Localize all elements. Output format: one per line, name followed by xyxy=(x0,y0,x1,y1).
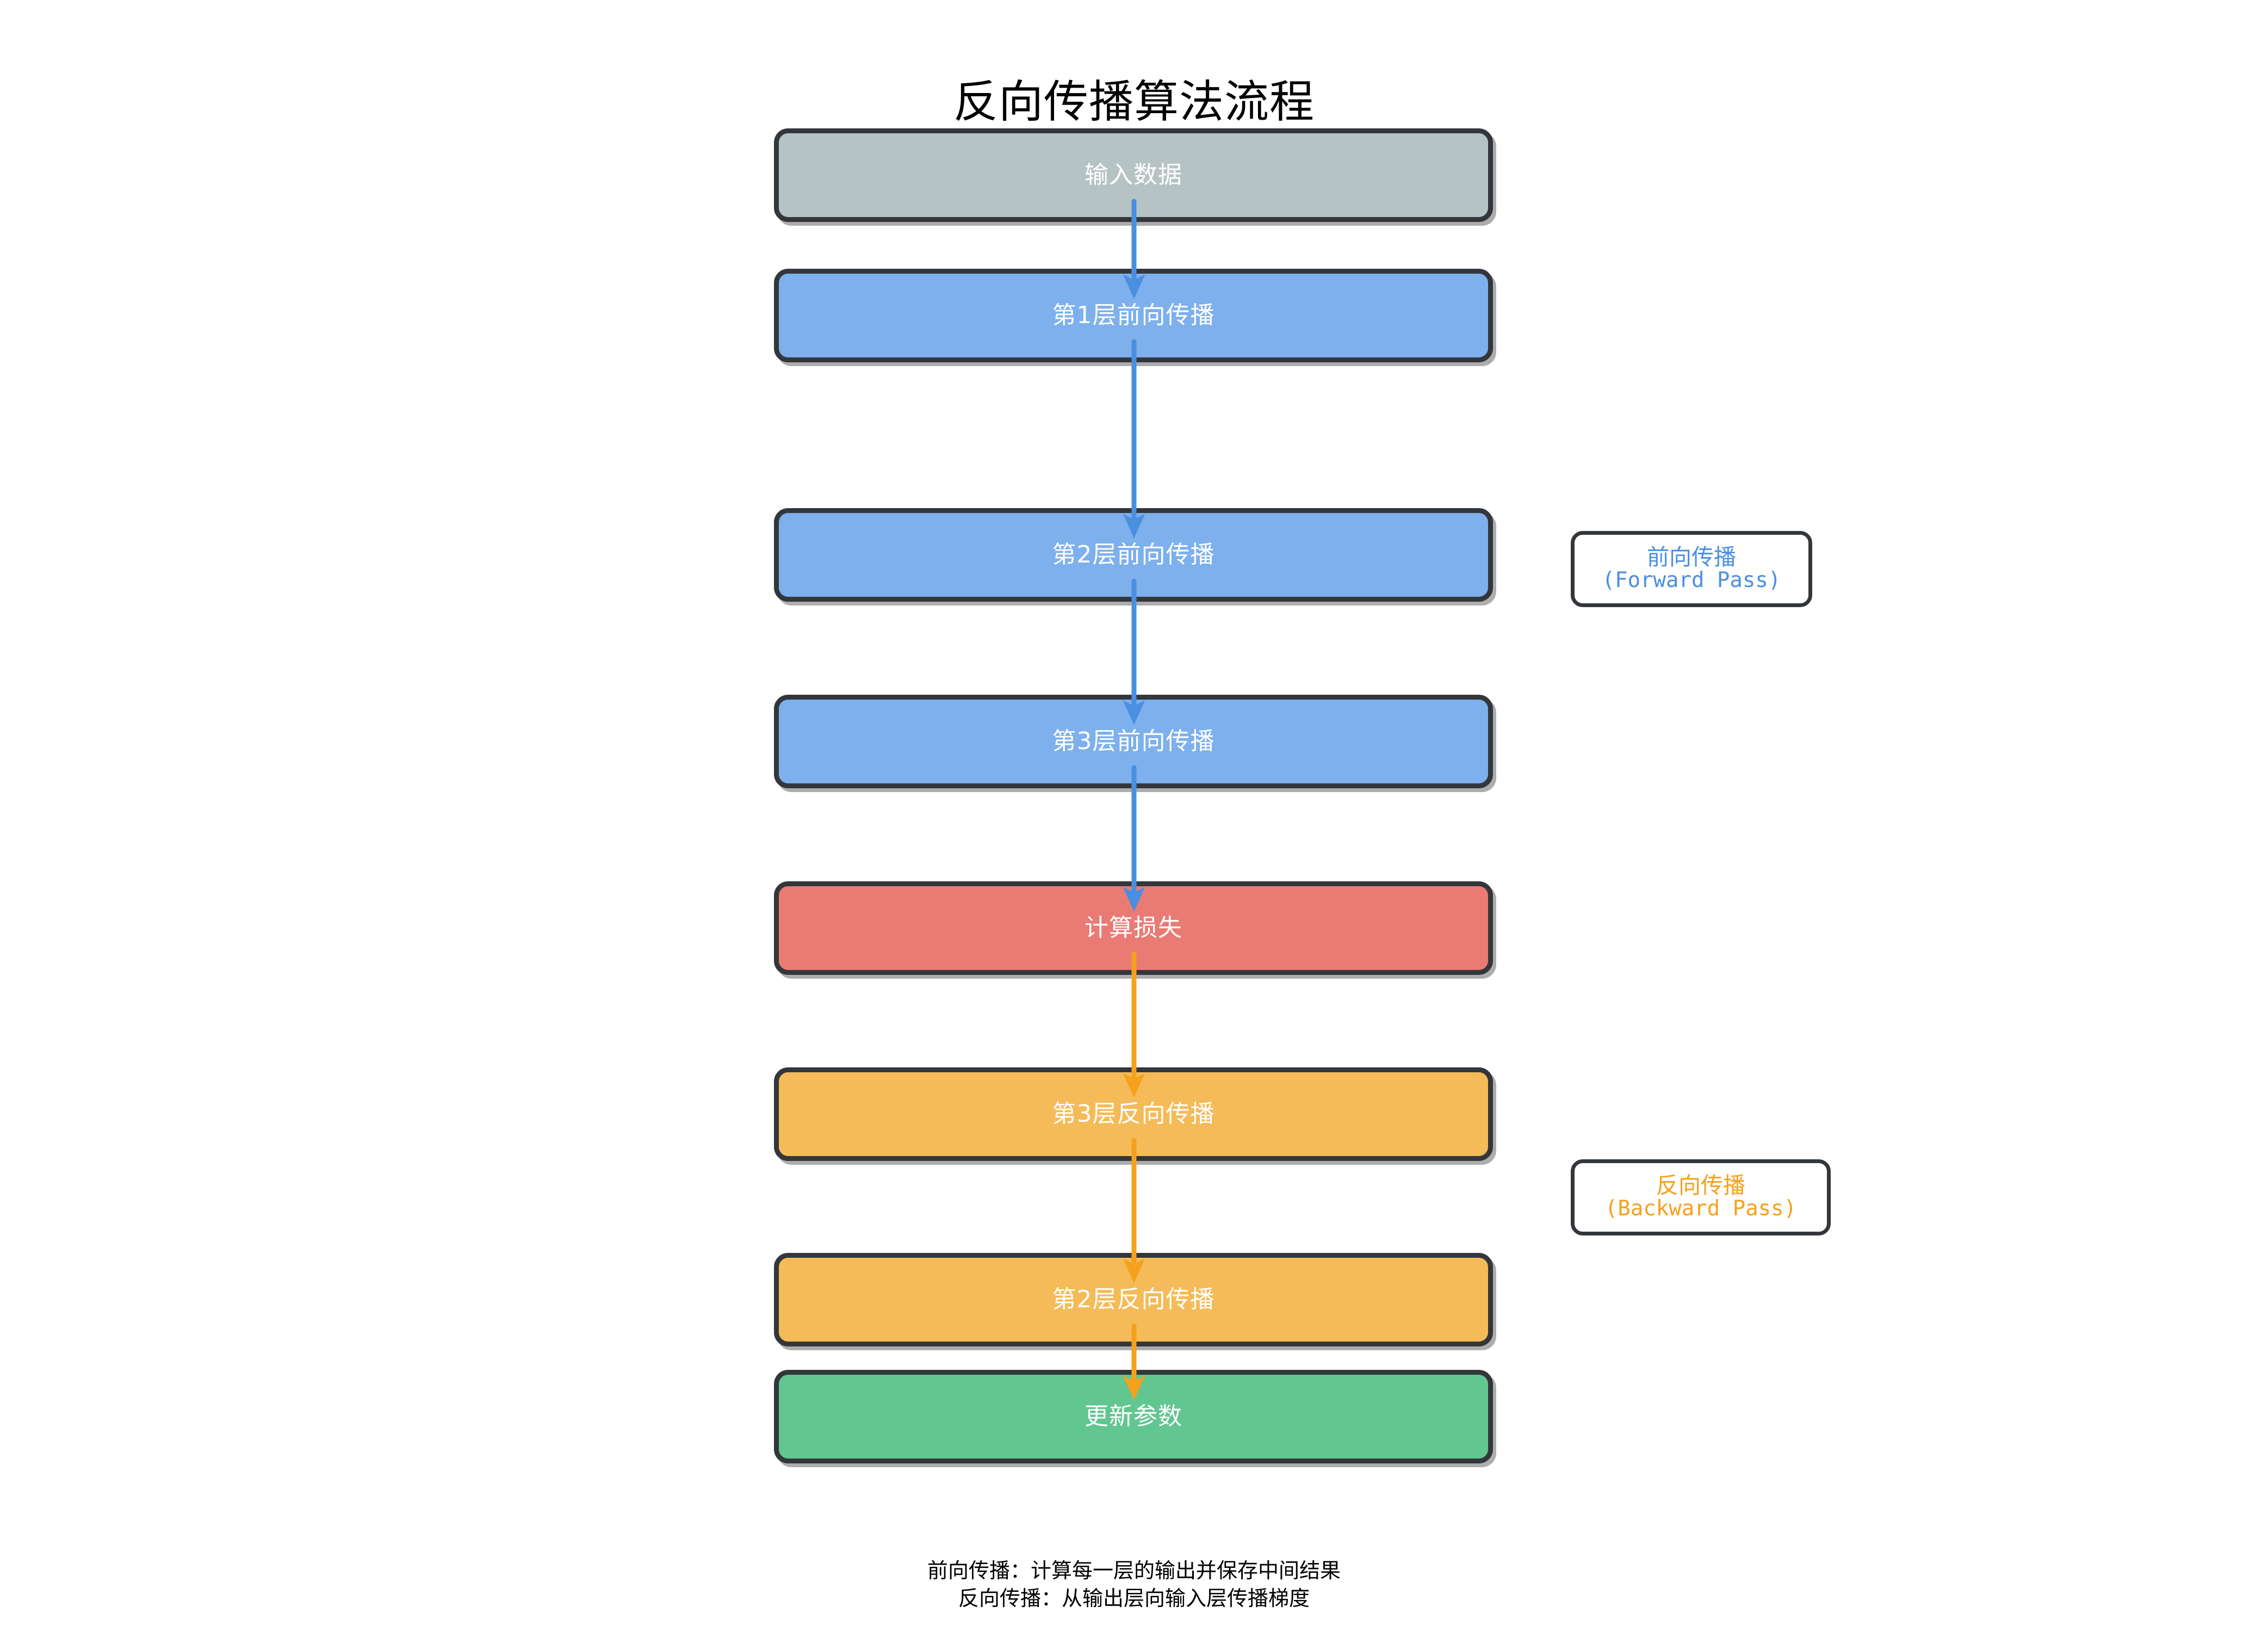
footer-note-line-1: 前向传播：计算每一层的输出并保存中间结果 xyxy=(927,1559,1341,1583)
page-title: 反向传播算法流程 xyxy=(0,65,2268,130)
flow-node-layer2-forward[interactable]: 第2层前向传播 xyxy=(774,508,1493,602)
footer-note: 前向传播：计算每一层的输出并保存中间结果 反向传播：从输出层向输入层传播梯度 xyxy=(0,1557,2268,1613)
flow-node-label: 第3层反向传播 xyxy=(1052,1099,1215,1128)
flow-node-input-data[interactable]: 输入数据 xyxy=(774,128,1493,222)
footer-note-line-2: 反向传播：从输出层向输入层传播梯度 xyxy=(958,1586,1310,1611)
flow-node-layer3-forward[interactable]: 第3层前向传播 xyxy=(774,695,1493,788)
page-title-text: 反向传播算法流程 xyxy=(953,76,1315,128)
flow-node-label: 更新参数 xyxy=(1085,1402,1182,1430)
legend-forward-pass: 前向传播(Forward Pass) xyxy=(1571,531,1812,607)
legend-label-en: (Forward Pass) xyxy=(1602,568,1781,593)
flow-node-label: 输入数据 xyxy=(1085,160,1182,189)
legend-label-en: (Backward Pass) xyxy=(1604,1196,1797,1221)
legend-label-cn: 反向传播 xyxy=(1656,1172,1745,1199)
flow-node-label: 第1层前向传播 xyxy=(1052,301,1215,329)
flow-node-layer1-forward[interactable]: 第1层前向传播 xyxy=(774,269,1493,362)
flow-node-label: 计算损失 xyxy=(1085,913,1182,942)
flow-node-layer2-backward[interactable]: 第2层反向传播 xyxy=(774,1253,1493,1346)
flow-node-label: 第3层前向传播 xyxy=(1052,727,1215,755)
flow-node-label: 第2层反向传播 xyxy=(1052,1285,1215,1313)
flow-node-label: 第2层前向传播 xyxy=(1052,540,1215,569)
legend-backward-pass: 反向传播(Backward Pass) xyxy=(1571,1159,1831,1235)
legend-label-cn: 前向传播 xyxy=(1647,544,1736,571)
flow-node-compute-loss[interactable]: 计算损失 xyxy=(774,881,1493,975)
flow-node-update-params[interactable]: 更新参数 xyxy=(774,1370,1493,1463)
flow-node-layer3-backward[interactable]: 第3层反向传播 xyxy=(774,1067,1493,1161)
